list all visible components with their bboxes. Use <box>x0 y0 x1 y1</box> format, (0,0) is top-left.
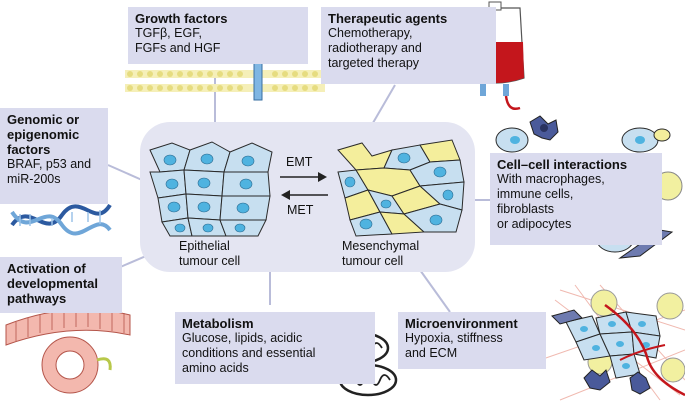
epithelial-label-line2: tumour cell <box>179 254 241 268</box>
growth-factors-title: Growth factors <box>135 11 228 26</box>
cell-cell-interactions-line3: fibroblasts <box>497 202 554 216</box>
genomic-factors-title-line3: factors <box>7 142 51 157</box>
emt-arrow <box>280 172 327 182</box>
emt-label: EMT <box>286 155 313 169</box>
microenvironment-line2: and ECM <box>405 346 458 360</box>
epithelial-label: Epithelial tumour cell <box>179 239 240 269</box>
growth-factors-line1: TGFβ, EGF, <box>135 26 202 40</box>
connector-lines <box>107 75 495 313</box>
cell-cell-interactions-title: Cell–cell interactions <box>497 157 628 172</box>
therapeutic-agents-line2: radiotherapy and <box>328 41 422 55</box>
genomic-factors-box: Genomic or epigenomic factors BRAF, p53 … <box>0 108 108 204</box>
metabolism-line1: Glucose, lipids, acidic <box>182 331 303 345</box>
developmental-pathways-title-line1: Activation of <box>7 261 86 276</box>
genomic-factors-line2: miR-200s <box>7 172 61 186</box>
metabolism-line3: amino acids <box>182 361 249 375</box>
mesenchymal-label-line2: tumour cell <box>342 254 404 268</box>
dna-helix-icon <box>10 203 112 236</box>
cell-cell-interactions-box: Cell–cell interactions With macrophages,… <box>490 153 662 245</box>
mesenchymal-label: Mesenchymal tumour cell <box>342 239 419 269</box>
therapeutic-agents-title: Therapeutic agents <box>328 11 448 26</box>
metabolism-box: Metabolism Glucose, lipids, acidic condi… <box>175 312 375 384</box>
cell-cell-interactions-line2: immune cells, <box>497 187 574 201</box>
met-label: MET <box>287 203 314 217</box>
developmental-pathways-title-line3: pathways <box>7 291 67 306</box>
microenvironment-line1: Hypoxia, stiffness <box>405 331 503 345</box>
therapeutic-agents-box: Therapeutic agents Chemotherapy, radioth… <box>321 7 496 84</box>
epithelial-cell-cluster <box>149 141 273 237</box>
met-arrow <box>281 190 328 200</box>
genomic-factors-line1: BRAF, p53 and <box>7 157 92 171</box>
cell-cell-interactions-line4: or adipocytes <box>497 217 572 231</box>
developmental-pathways-box: Activation of developmental pathways <box>0 257 122 313</box>
developmental-pathways-title-line2: developmental <box>7 276 99 291</box>
metabolism-title: Metabolism <box>182 316 254 331</box>
mesenchymal-cell-cluster <box>337 139 465 237</box>
growth-factors-box: Growth factors TGFβ, EGF, FGFs and HGF <box>128 7 308 64</box>
metabolism-line2: conditions and essential <box>182 346 316 360</box>
cell-cell-interactions-line1: With macrophages, <box>497 172 605 186</box>
therapeutic-agents-line1: Chemotherapy, <box>328 26 413 40</box>
microenvironment-title: Microenvironment <box>405 316 518 331</box>
microenvironment-box: Microenvironment Hypoxia, stiffness and … <box>398 312 546 369</box>
developmental-tissue-icon <box>5 308 131 394</box>
microenvironment-tissue-icon <box>539 284 685 401</box>
receptor-membrane-icon <box>125 42 325 101</box>
genomic-factors-title-line2: epigenomic <box>7 127 80 142</box>
genomic-factors-title-line1: Genomic or <box>7 112 80 127</box>
epithelial-label-line1: Epithelial <box>179 239 230 253</box>
growth-factors-line2: FGFs and HGF <box>135 41 221 55</box>
therapeutic-agents-line3: targeted therapy <box>328 56 420 70</box>
mesenchymal-label-line1: Mesenchymal <box>342 239 420 253</box>
